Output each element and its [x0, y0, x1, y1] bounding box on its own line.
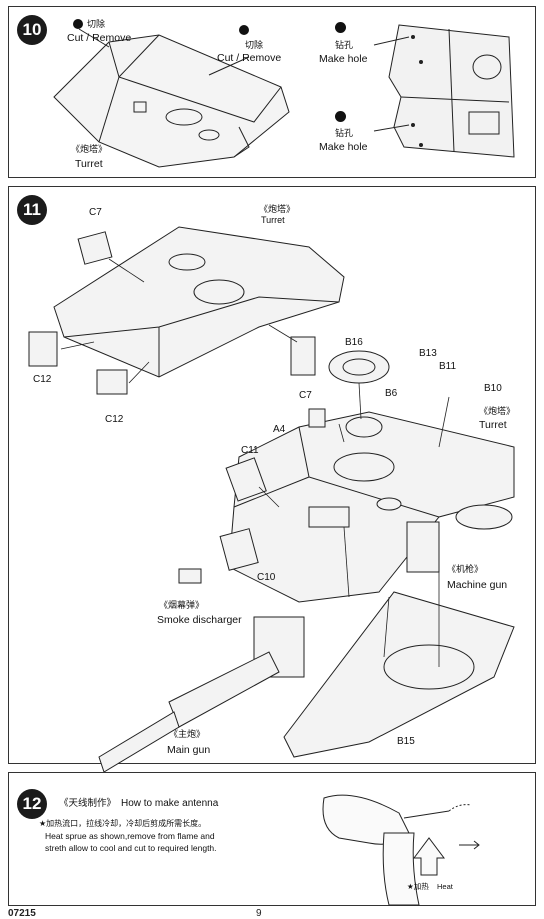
- heat-label: Heat: [437, 882, 453, 891]
- make-hole-label-1: Make hole: [319, 53, 368, 65]
- make-hole-label-2: Make hole: [319, 141, 368, 153]
- part-b10: B10: [484, 383, 502, 394]
- turret-right-label: Turret: [479, 419, 507, 431]
- drill-icon: [335, 22, 346, 33]
- turret-top-label: Turret: [261, 215, 285, 225]
- part-c12: C12: [33, 374, 52, 385]
- turret-top-cn: 《炮塔》: [259, 205, 296, 215]
- turret-cn: 《炮塔》: [71, 145, 108, 155]
- part-b13: B13: [419, 348, 437, 359]
- antenna-title-cn: 《天线制作》: [59, 798, 117, 809]
- page-number: 9: [256, 908, 262, 919]
- part-b11: B11: [439, 361, 457, 372]
- antenna-title: How to make antenna: [121, 798, 219, 809]
- cut-remove-label-1: Cut / Remove: [67, 32, 132, 44]
- step-11-panel: 11: [8, 186, 536, 773]
- product-code: 07215: [8, 908, 36, 919]
- turret-hull-drawing: [53, 24, 515, 168]
- main-gun-cn: 《主炮》: [169, 730, 206, 740]
- part-c7: C7: [299, 390, 312, 401]
- cut-remove-cn-1: 切除: [87, 20, 106, 30]
- machine-gun-label: Machine gun: [447, 579, 508, 591]
- smoke-discharger-cn: 《烟幕弹》: [159, 601, 205, 611]
- part-c11: C11: [241, 445, 259, 456]
- part-a4: A4: [273, 424, 286, 435]
- step-12-panel: 12 《天线制作》 How to make antenna ★加热流口，拉线冷却…: [8, 772, 536, 906]
- heat-cn: ★加热: [407, 882, 429, 891]
- antenna-instruction-1: Heat sprue as shown,remove from flame an…: [45, 831, 215, 841]
- part-b6: B6: [385, 388, 398, 399]
- cut-icon: [73, 19, 83, 29]
- cut-remove-label-2: Cut / Remove: [217, 52, 282, 64]
- part-b15: B15: [397, 736, 415, 747]
- smoke-discharger-label: Smoke discharger: [157, 614, 242, 626]
- drill-icon: [335, 111, 346, 122]
- step-number: 10: [17, 15, 47, 45]
- main-gun-label: Main gun: [167, 744, 211, 756]
- make-hole-cn-2: 钻孔: [335, 129, 354, 139]
- cut-remove-cn-2: 切除: [245, 41, 264, 51]
- turret-right-cn: 《炮塔》: [479, 407, 516, 417]
- antenna-instruction-2: streth allow to cool and cut to required…: [45, 843, 217, 853]
- turret-label: Turret: [75, 158, 103, 170]
- part-c12: C12: [105, 414, 124, 425]
- part-b16: B16: [345, 337, 363, 348]
- antenna-drawing: [322, 794, 480, 906]
- step-10-panel: 10: [8, 6, 536, 178]
- step-number: 12: [17, 789, 47, 819]
- part-c10: C10: [257, 572, 276, 583]
- step-number: 11: [17, 195, 47, 225]
- cut-icon: [239, 25, 249, 35]
- antenna-instruction-cn: ★加热流口，拉线冷却，冷却后剪成所需长度。: [39, 819, 207, 828]
- part-c7: C7: [89, 207, 102, 218]
- machine-gun-cn: 《机枪》: [447, 565, 484, 575]
- turret-assembly-drawing: [28, 226, 515, 773]
- make-hole-cn-1: 钻孔: [335, 41, 354, 51]
